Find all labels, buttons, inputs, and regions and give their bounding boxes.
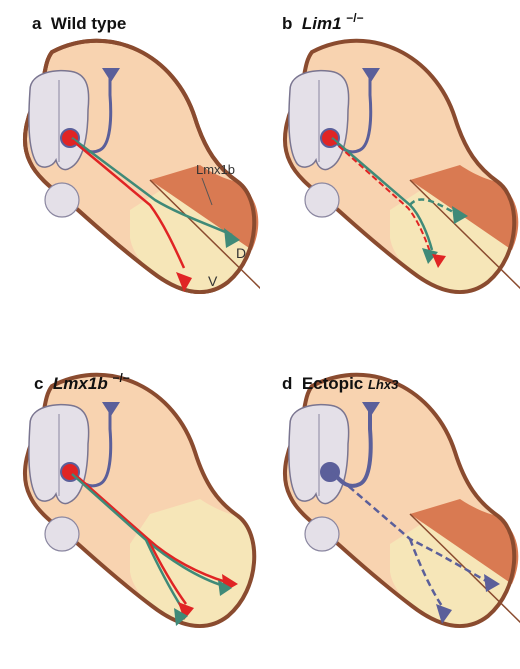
panel-a: Lmx1b D V a Wild type <box>0 0 260 334</box>
motor-neuron-icon <box>321 463 339 481</box>
panel-a-diagram: Lmx1b D V <box>0 0 260 334</box>
panel-a-title: a Wild type <box>32 14 126 34</box>
ventral-label: V <box>208 273 218 289</box>
dorsal-label: D <box>236 245 246 261</box>
panel-c-title: c Lmx1b −/− <box>34 374 130 394</box>
lmx1b-label: Lmx1b <box>196 162 235 177</box>
panel-b-title: b Lim1 −/− <box>282 14 364 34</box>
panel-d: d Ectopic Lhx3 <box>260 334 520 668</box>
motor-neuron-icon <box>321 129 339 147</box>
panel-c: c Lmx1b −/− <box>0 334 260 668</box>
panel-d-title: d Ectopic Lhx3 <box>282 374 398 394</box>
panel-b: b Lim1 −/− <box>260 0 520 334</box>
panel-b-diagram <box>260 0 520 334</box>
